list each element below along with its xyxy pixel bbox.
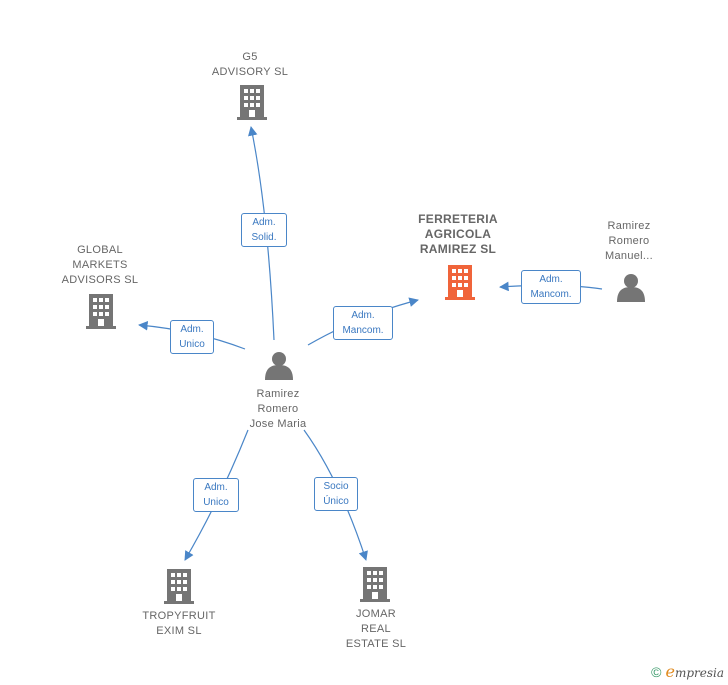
edge-label-g5: Adm. Solid. bbox=[241, 213, 287, 247]
jose-label[interactable]: Ramirez Romero Jose Maria bbox=[249, 388, 307, 430]
tropy-building-icon[interactable] bbox=[164, 569, 194, 604]
g5-label[interactable]: G5 ADVISORY SL bbox=[211, 51, 289, 78]
jose-person-icon[interactable] bbox=[265, 352, 293, 380]
g5-building-icon[interactable] bbox=[237, 85, 267, 120]
edge-label-global: Adm. Unico bbox=[170, 320, 214, 354]
manuel-label[interactable]: Ramirez Romero Manuel... bbox=[605, 220, 653, 262]
copyright-icon: © bbox=[651, 664, 662, 680]
edge-label-tropy: Adm. Unico bbox=[193, 478, 239, 512]
footer-brand: ©empresia bbox=[651, 662, 724, 681]
ferreteria-label[interactable]: FERRETERIA AGRICOLA RAMIREZ SL bbox=[418, 212, 498, 256]
jomar-building-icon[interactable] bbox=[360, 567, 390, 602]
brand-logo: empresia bbox=[665, 662, 724, 681]
jomar-label[interactable]: JOMAR REAL ESTATE SL bbox=[345, 608, 407, 650]
edge-label-ferreteria: Adm. Mancom. bbox=[333, 306, 393, 340]
edge-label-manuel: Adm. Mancom. bbox=[521, 270, 581, 304]
tropy-label[interactable]: TROPYFRUIT EXIM SL bbox=[142, 610, 216, 637]
edge-label-jomar: Socio Único bbox=[314, 477, 358, 511]
global-label[interactable]: GLOBAL MARKETS ADVISORS SL bbox=[61, 244, 139, 286]
global-building-icon[interactable] bbox=[86, 294, 116, 329]
manuel-person-icon[interactable] bbox=[617, 274, 645, 302]
ferreteria-building-icon[interactable] bbox=[445, 265, 475, 300]
